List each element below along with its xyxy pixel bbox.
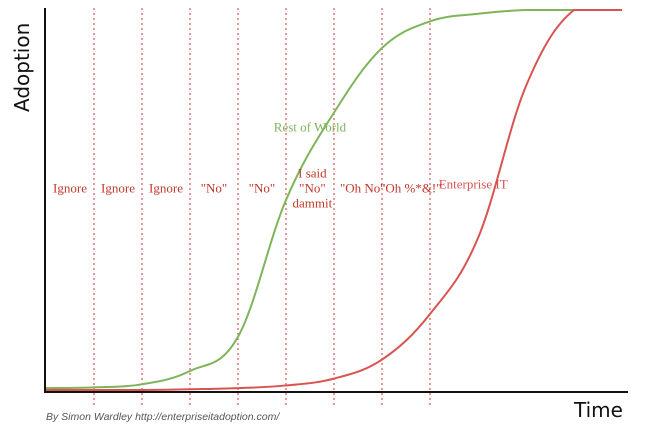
axes [44, 8, 628, 393]
credit-text: By Simon Wardley http://enterpriseitadop… [46, 411, 280, 423]
phase-label: I said"No"dammit [293, 166, 333, 211]
y-axis-title: Adoption [10, 23, 34, 112]
series-line-enterprise-it [46, 8, 622, 391]
phase-label: Ignore [149, 181, 183, 196]
series-label: Enterprise IT [439, 177, 508, 192]
phase-label: "Oh No" [340, 181, 386, 196]
series-label: Rest of World [274, 120, 347, 135]
phase-label: "No" [249, 181, 276, 196]
phase-label: Ignore [101, 181, 135, 196]
phase-label: "No" [201, 181, 228, 196]
series-line-rest-of-world [45, 9, 622, 390]
phase-label: "Oh %*&!" [380, 181, 442, 196]
series-lines [45, 8, 622, 391]
x-axis-title: Time [573, 398, 623, 422]
phase-label: Ignore [53, 181, 87, 196]
phase-lines [93, 8, 431, 408]
